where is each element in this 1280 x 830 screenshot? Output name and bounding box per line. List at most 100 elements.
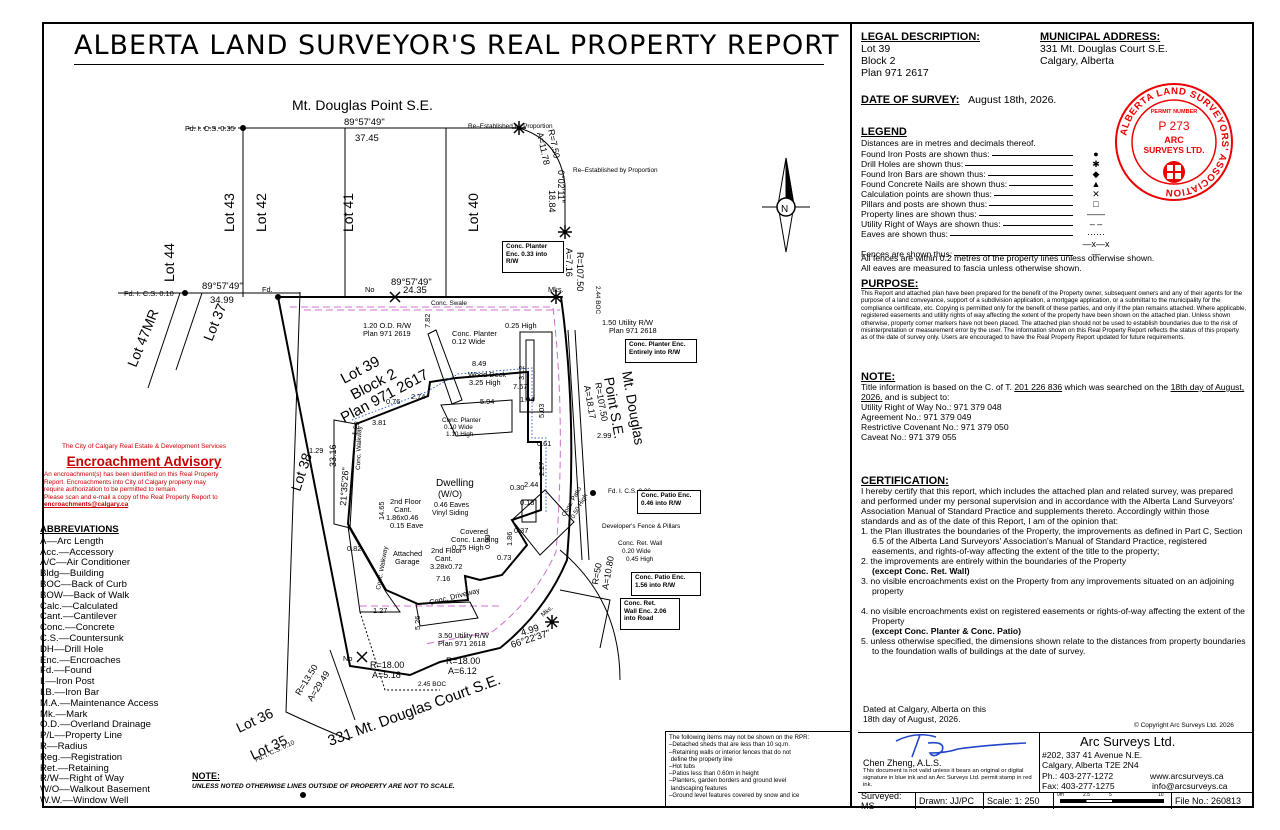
lot-label: Lot 38 xyxy=(288,451,315,493)
dimension-label: A=10.80 xyxy=(600,555,616,590)
dimension-label: 89°57'49" xyxy=(391,277,432,288)
svg-text:ARC: ARC xyxy=(1164,135,1184,145)
dimension-label: Conc. Driveway xyxy=(428,586,481,607)
dimension-label: 0.15 Eave xyxy=(390,521,423,530)
signature-icon xyxy=(895,733,1027,758)
legend-notes: All fences are within 0.2 metres of the … xyxy=(861,253,1155,273)
municipal-address: MUNICIPAL ADDRESS: 331 Mt. Douglas Court… xyxy=(1040,31,1168,67)
north-label: N xyxy=(781,204,788,215)
iron-post-marker xyxy=(182,290,188,296)
lot-label: Lot 36 xyxy=(234,705,276,736)
dimension-label: Fd. I. C.S. 0.30 xyxy=(608,488,651,495)
dimension-label: 7.82 xyxy=(423,314,432,328)
dimension-label: 0.45 High xyxy=(626,556,654,563)
scale-bar: 0m 2.5 5 10 xyxy=(1054,792,1172,809)
not-shown-item: landscaping features xyxy=(669,784,727,792)
abbreviation-item: Enc.––Encroaches xyxy=(40,654,121,666)
legend-symbol-icon: ✕ xyxy=(1092,189,1100,199)
lot-label: Lot 41 xyxy=(340,193,356,232)
lot-label: Lot 47MR xyxy=(124,307,162,369)
email-link[interactable]: info@arcsurveys.ca xyxy=(1152,781,1228,791)
lot-label: Lot 40 xyxy=(465,193,481,232)
advisory-email[interactable]: encroachments@calgary.ca xyxy=(44,501,129,509)
permit-seal: ALBERTA LAND SURVEYORS' ASSOCIATION PERM… xyxy=(1115,83,1233,201)
dimension-label: Mks. xyxy=(548,285,564,294)
abbreviation-item: Mk.––Mark xyxy=(40,708,88,720)
surveyed-by: Surveyed: MS xyxy=(858,791,916,811)
dimension-label: 2.44 BOC xyxy=(594,286,601,314)
dimension-label: Developer's Fence & Pillars xyxy=(602,523,680,530)
dimension-label: Conc. Walkway xyxy=(375,545,390,590)
abbreviation-item: Reg.––Registration xyxy=(40,751,123,763)
advisory-text: An encroachment(s) has been identified o… xyxy=(44,471,244,509)
legend-symbol-icon: ✱ xyxy=(1092,159,1100,169)
dimension-label: Vinyl Siding xyxy=(432,510,469,517)
dimension-label: Conc. Ret. Wall xyxy=(618,540,662,547)
dimension-label: R=18.00 xyxy=(446,656,480,666)
dimension-label: 1.86x0.46 xyxy=(386,513,418,522)
dimension-label: Plan 971 2619 xyxy=(363,329,411,338)
legend-symbol-icon: —— xyxy=(1087,209,1105,219)
svg-text:SURVEYS LTD.: SURVEYS LTD. xyxy=(1143,145,1204,155)
not-shown-item: –Patios less than 0.60m in height xyxy=(669,770,759,778)
dimension-label: A=7.16 xyxy=(564,248,574,277)
dimension-label: Covered xyxy=(460,527,488,536)
dimension-label: 0.46 Eaves xyxy=(434,502,470,509)
iron-post-marker xyxy=(240,125,246,131)
dimension-label: 5.03 xyxy=(537,404,546,418)
footer-strip: Surveyed: MS Drawn: JJ/PC Scale: 1: 250 … xyxy=(858,791,1254,811)
dimension-label: 3.28x0.72 xyxy=(430,562,462,571)
dimension-label: 7.16 xyxy=(436,574,450,583)
dimension-label: Fd. I. C.S. 0.10 xyxy=(124,289,174,298)
abbreviation-item: DH––Drill Hole xyxy=(40,643,104,655)
iron-post-marker xyxy=(275,294,281,300)
not-shown-items: The following items may not be shown on … xyxy=(665,731,851,807)
dimension-label: R=18.00 xyxy=(370,660,404,670)
purpose: PURPOSE: This Report and attached plan h… xyxy=(861,278,1247,342)
dimension-label: 2nd Floor xyxy=(390,497,422,506)
abbreviations-heading: ABBREVIATIONS xyxy=(40,524,119,535)
dimension-label: Conc. Landing xyxy=(451,535,499,544)
dimension-label: A=5.18 xyxy=(372,670,401,680)
dimension-label: Conc. Walkway xyxy=(355,425,364,470)
arc-logo-icon xyxy=(1163,161,1185,183)
legend-item: Property lines are shown thus:—— xyxy=(861,209,1113,219)
legend-item: Pillars and posts are shown thus:□ xyxy=(861,199,1113,209)
dimension-label: 1.50 Utility R/W xyxy=(602,318,653,327)
not-shown-item: –Ground level features covered by snow a… xyxy=(669,791,800,799)
abbreviation-item: I.B.––Iron Bar xyxy=(40,686,100,698)
svg-text:PERMIT NUMBER: PERMIT NUMBER xyxy=(1151,109,1197,115)
abbreviation-item: O.D.––Overland Drainage xyxy=(40,719,151,731)
lot-label: Lot 42 xyxy=(253,193,269,232)
copyright: © Copyright Arc Surveys Ltd. 2026 xyxy=(1134,722,1234,729)
north-arrow xyxy=(762,157,810,253)
dimension-label: No xyxy=(343,654,352,663)
drawn-by: Drawn: JJ/PC xyxy=(916,793,984,809)
utility-row-line xyxy=(290,306,561,645)
title-note: NOTE: Title information is based on the … xyxy=(861,371,1245,443)
dated-at: Dated at Calgary, Alberta on this 18th d… xyxy=(863,704,987,724)
dimension-label: 37.45 xyxy=(355,133,379,144)
callout-patio-1: Conc. Patio Enc.0.46 into R/W xyxy=(637,490,701,514)
street-bottom: 331 Mt. Douglas Court S.E. xyxy=(326,671,503,749)
lot-line xyxy=(147,292,181,389)
drill-hole-marker xyxy=(512,121,526,135)
dimension-label: 1.29 xyxy=(309,446,323,455)
dwelling-outline xyxy=(346,370,542,606)
dimension-label: 0.12 Wide xyxy=(452,337,485,346)
dimension-label: 2.27 xyxy=(537,462,546,476)
dimension-label: 3.50 Utility R/W xyxy=(438,631,489,640)
dimension-label: 2.74 xyxy=(411,392,425,401)
not-shown-item: –Hot tubs xyxy=(669,763,696,771)
dimension-label: 0.75 High xyxy=(452,543,484,552)
dimension-label: 0.30 xyxy=(510,483,524,492)
legend-item: Utility Right of Ways are shown thus:– – xyxy=(861,219,1113,229)
legend-item: Eaves are shown thus:······ xyxy=(861,229,1113,239)
advisory-heading: Encroachment Advisory xyxy=(66,454,222,469)
dimension-label: 2.99 xyxy=(597,431,611,440)
legend-item: Found Iron Posts are shown thus:● xyxy=(861,149,1113,159)
not-shown-item: define the property line xyxy=(669,755,733,763)
legend-symbol-icon: □ xyxy=(1093,199,1099,209)
website-link[interactable]: www.arcsurveys.ca xyxy=(1150,771,1224,781)
dimension-label: 34.99 xyxy=(210,295,234,306)
